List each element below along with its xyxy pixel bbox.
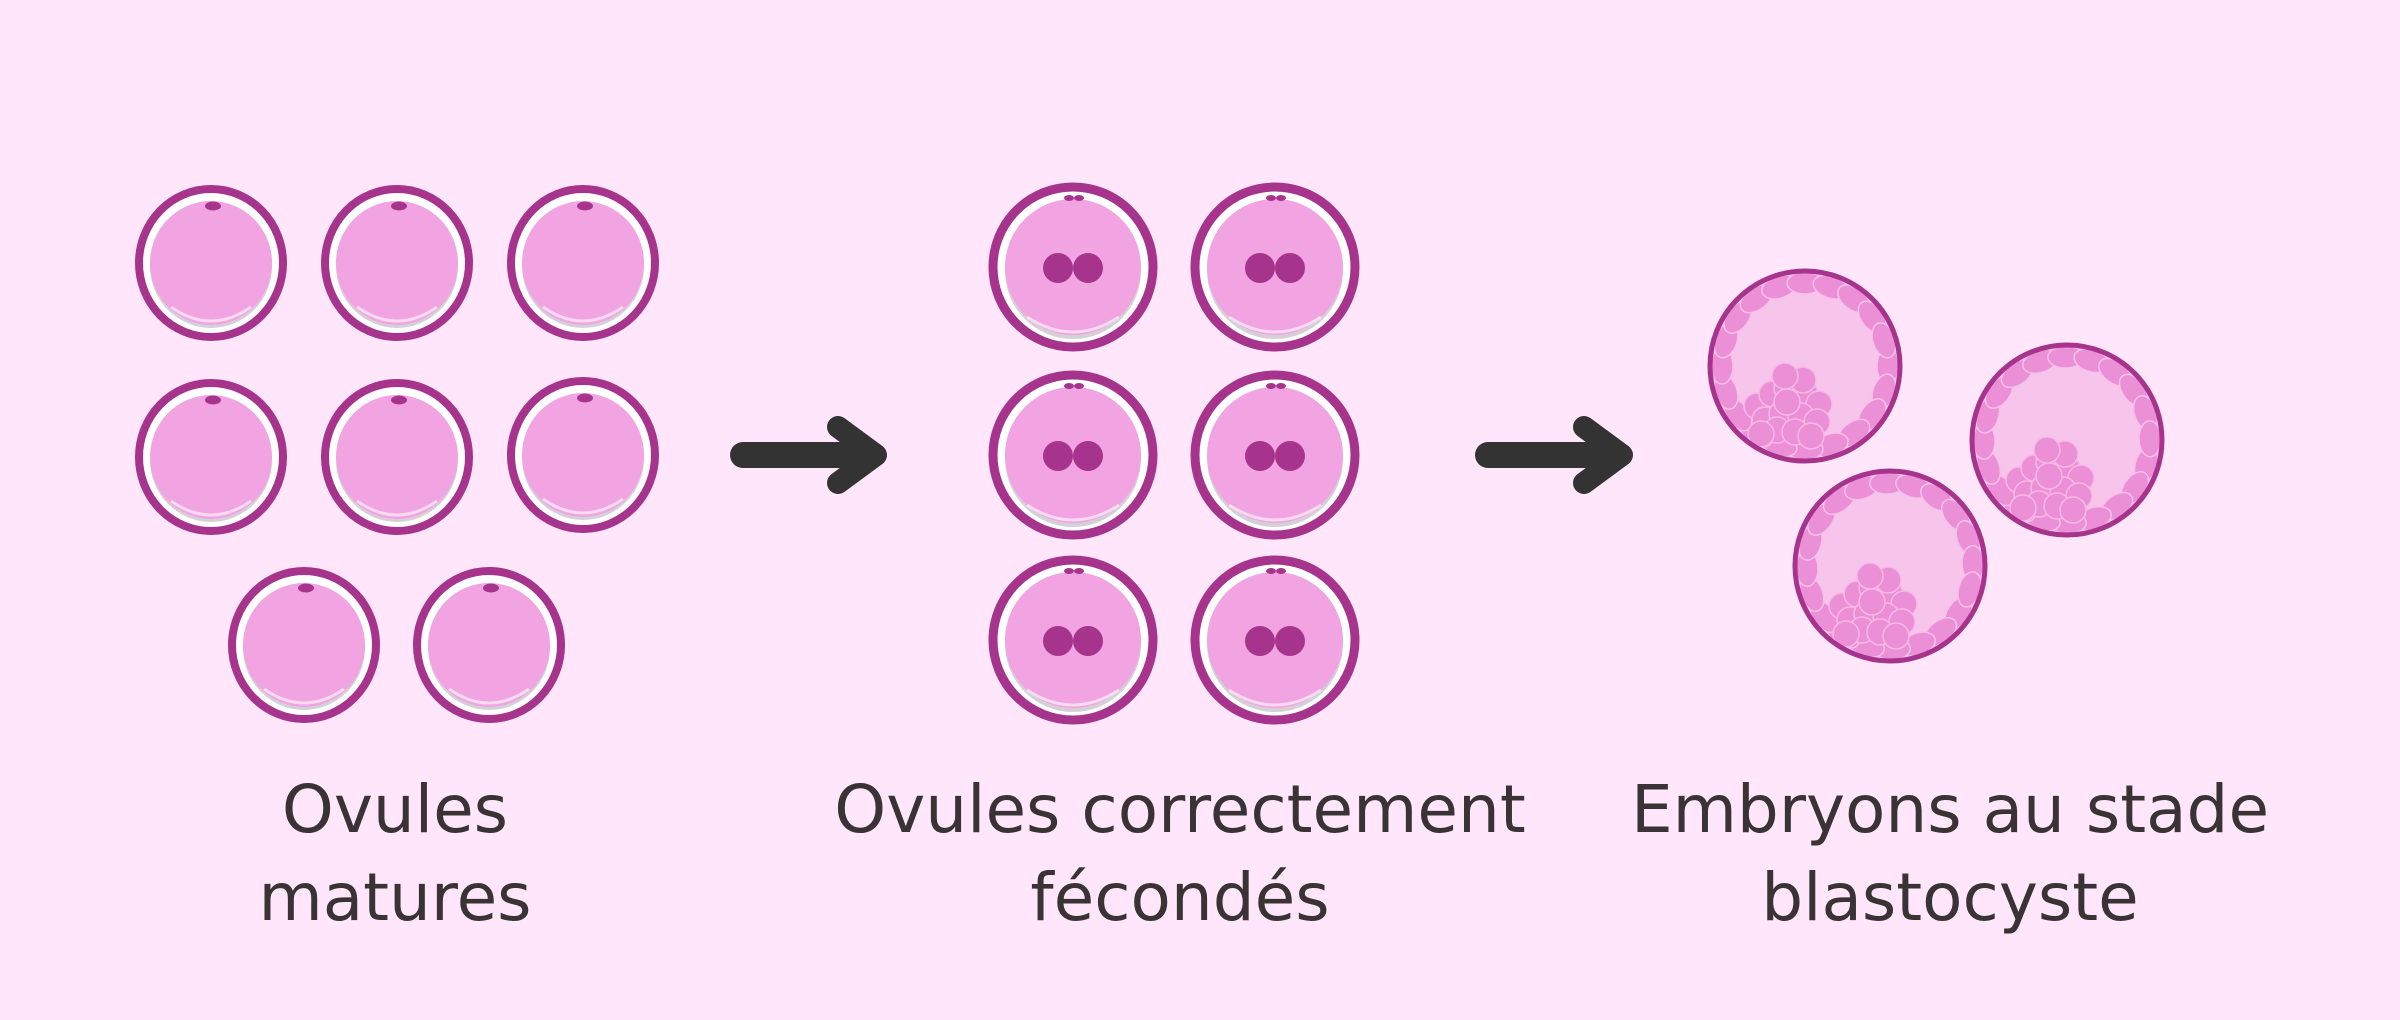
mature-oocytes-caption: Ovules matures (130, 766, 660, 942)
blastocyst-embryo-icon (1707, 268, 1903, 464)
blastocysts-caption: Embryons au stade blastocyste (1600, 766, 2300, 942)
mature-oocyte-icon (228, 567, 380, 723)
mature-oocyte-icon (321, 185, 473, 341)
arrow-right-icon (1475, 416, 1633, 494)
caption-line: matures (258, 859, 532, 936)
mature-oocyte-icon (135, 185, 287, 341)
caption-line: fécondés (1030, 859, 1330, 936)
mature-oocyte-icon (507, 185, 659, 341)
caption-line: Embryons au stade (1630, 771, 2270, 848)
caption-line: blastocyste (1761, 859, 2139, 936)
mature-oocyte-icon (321, 379, 473, 535)
fertilized-oocyte-icon (1190, 370, 1360, 540)
arrow-right-icon (730, 416, 887, 494)
fertilized-oocyte-icon (988, 182, 1158, 352)
mature-oocyte-icon (135, 379, 287, 535)
fertilized-oocyte-icon (1190, 182, 1360, 352)
blastocyst-embryo-icon (1792, 468, 1988, 664)
fertilized-oocytes-group (988, 182, 1360, 725)
fertilized-oocytes-caption: Ovules correctement fécondés (820, 766, 1540, 942)
caption-line: Ovules correctement (834, 771, 1526, 848)
blastocyst-embryo-icon (1969, 342, 2165, 538)
mature-oocyte-icon (507, 377, 659, 533)
mature-oocytes-group (135, 185, 659, 723)
mature-oocyte-icon (413, 567, 565, 723)
fertilized-oocyte-icon (1190, 555, 1360, 725)
fertilized-oocyte-icon (988, 555, 1158, 725)
fertilized-oocyte-icon (988, 370, 1158, 540)
caption-line: Ovules (281, 771, 509, 848)
blastocysts-group (1707, 268, 2165, 664)
